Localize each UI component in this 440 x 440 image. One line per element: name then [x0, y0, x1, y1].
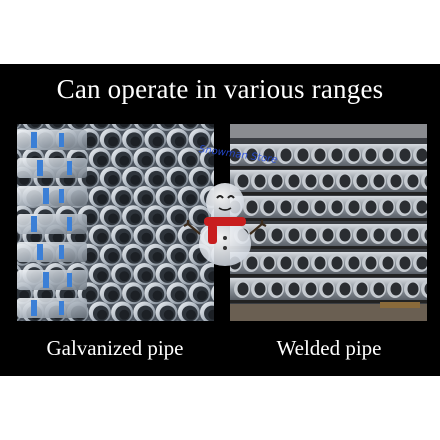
welded-pipe-caption: Welded pipe [276, 336, 382, 360]
galvanized-pipe-caption: Galvanized pipe [46, 336, 184, 360]
snowman-logo [180, 168, 270, 268]
headline: Can operate in various ranges [56, 74, 384, 104]
galvanized-pipe-photo [17, 124, 214, 321]
